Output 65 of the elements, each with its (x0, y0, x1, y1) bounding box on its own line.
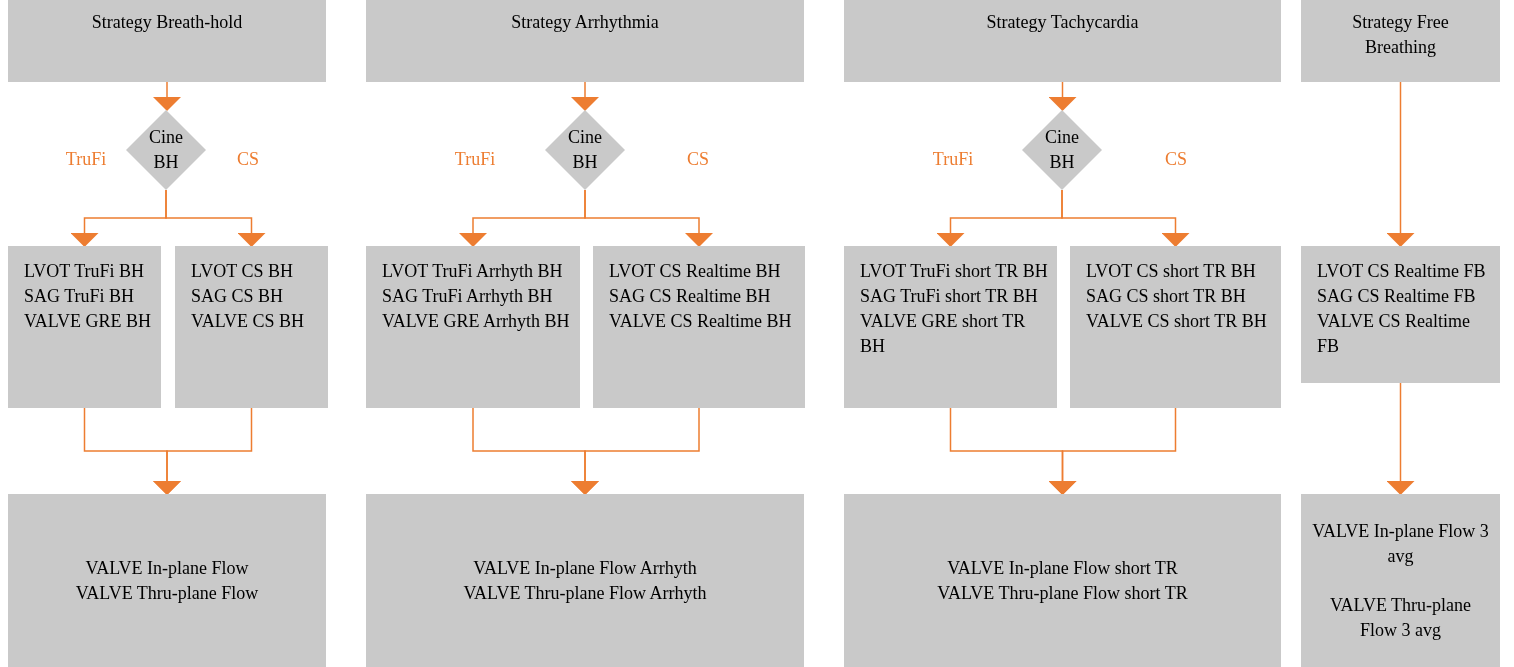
box-text: LVOT TruFi Arrhyth BH (382, 260, 564, 283)
box-text: VALVE Thru-plane Flow (75, 581, 259, 605)
header-box (1301, 0, 1500, 82)
arrow (153, 81, 181, 111)
header-box (8, 0, 326, 82)
box-text: VALVE CS BH (191, 310, 306, 333)
box-text: SAG CS Realtime FB (1317, 285, 1477, 308)
box-text: VALVE CS Realtime BH (609, 310, 793, 333)
process-box (1301, 494, 1500, 667)
sequence-box (593, 246, 805, 408)
box-text: VALVE Thru-plane Flow Arrhyth (463, 581, 707, 605)
decision-diamond (1022, 110, 1102, 190)
arrow (1061, 189, 1190, 247)
header-text: Strategy Arrhythmia (511, 12, 659, 32)
process-box (366, 494, 804, 667)
box-text: SAG TruFi BH (24, 285, 136, 308)
arrow (571, 407, 700, 495)
box-text: VALVE Thru-plane Flow 3 avg (1328, 593, 1473, 642)
box-text: SAG TruFi short TR BH (860, 285, 1039, 308)
box-text: Cine BH (1044, 126, 1080, 174)
box-text: SAG CS BH (191, 285, 285, 308)
arrow (1048, 407, 1177, 495)
arrow (1386, 81, 1415, 247)
box-text: LVOT CS Realtime BH (609, 260, 782, 283)
arrow (1048, 81, 1077, 111)
box-text: LVOT CS short TR BH (1086, 260, 1257, 283)
box-text: VALVE In-plane Flow 3 avg (1311, 519, 1490, 568)
box-text: VALVE CS Realtime FB (1317, 310, 1471, 358)
box-text: VALVE Thru-plane Flow short TR (937, 581, 1188, 605)
header-text: Strategy Breath-hold (91, 12, 243, 32)
sequence-box (1070, 246, 1281, 408)
arrow (153, 407, 253, 495)
header-box (844, 0, 1281, 82)
box-text: Cine BH (148, 126, 184, 174)
box-text: VALVE CS short TR BH (1086, 310, 1268, 333)
box-text: Cine BH (567, 126, 603, 174)
box-text: LVOT CS Realtime FB (1317, 260, 1487, 283)
sequence-box (8, 246, 161, 408)
box-text: SAG TruFi Arrhyth BH (382, 285, 554, 308)
sequence-box (1301, 246, 1500, 383)
box-text: SAG CS Realtime BH (609, 285, 772, 308)
box-text: VALVE GRE BH (24, 310, 153, 333)
box-text: LVOT TruFi short TR BH (860, 260, 1049, 283)
box-text: VALVE In-plane Flow (85, 556, 249, 580)
process-box (8, 494, 326, 667)
box-text: LVOT CS BH (191, 260, 295, 283)
arrow (1386, 382, 1415, 495)
header-text: Strategy Tachycardia (986, 12, 1139, 32)
box-text: VALVE GRE Arrhyth BH (382, 310, 571, 333)
sequence-box (844, 246, 1057, 408)
arrow (584, 189, 713, 247)
decision-diamond (545, 110, 625, 190)
header-box (366, 0, 804, 82)
header-text: Strategy Free Breathing (1352, 12, 1449, 57)
decision-diamond (126, 110, 206, 190)
box-text: VALVE In-plane Flow short TR (947, 556, 1178, 580)
process-box (844, 494, 1281, 667)
sequence-box (366, 246, 580, 408)
arrow (165, 189, 266, 247)
box-text: SAG CS short TR BH (1086, 285, 1247, 308)
box-text: LVOT TruFi BH (24, 260, 146, 283)
sequence-box (175, 246, 328, 408)
box-text: VALVE In-plane Flow Arrhyth (473, 556, 697, 580)
arrow (571, 81, 599, 111)
box-text: VALVE GRE short TR BH (860, 310, 1027, 358)
